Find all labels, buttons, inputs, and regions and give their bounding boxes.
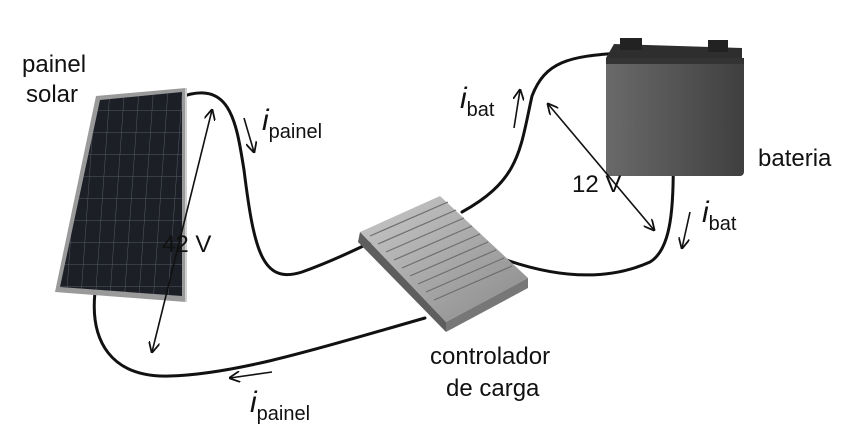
- battery: [606, 38, 744, 176]
- panel-label-line2: solar: [26, 81, 78, 108]
- battery-body: [606, 58, 744, 176]
- panel-label-line1: painel: [22, 51, 86, 78]
- voltage-arrow-battery: [548, 104, 654, 230]
- controller-label-line2: de carga: [446, 375, 540, 402]
- current-label-battery-top: ibat: [460, 82, 495, 121]
- panel-voltage-label: 42 V: [162, 231, 211, 258]
- current-arrow-battery-top: [514, 90, 520, 129]
- charge-controller: [358, 196, 528, 332]
- solar-panel: [55, 88, 187, 302]
- current-label-panel-bottom: ipainel: [250, 386, 310, 425]
- battery-terminal-negative: [620, 38, 642, 50]
- current-label-battery-bottom: ibat: [702, 196, 737, 235]
- controller-heatsink-fins: [369, 201, 513, 301]
- controller-label-line1: controlador: [430, 343, 550, 370]
- current-arrow-panel-bottom: [230, 372, 273, 378]
- voltage-arrow-panel: [152, 110, 212, 352]
- controller-body: [360, 196, 528, 322]
- battery-voltage-label: 12 V: [572, 171, 621, 198]
- battery-label: bateria: [758, 145, 832, 172]
- wire-panel-to-controller-bottom: [92, 290, 427, 378]
- wire-controller-to-battery-top: [460, 51, 624, 214]
- wire-panel-to-controller-top: [176, 91, 382, 277]
- current-arrow-panel-top: [243, 117, 254, 152]
- current-arrow-battery-bottom: [682, 211, 691, 248]
- current-label-panel-top: ipainel: [262, 104, 322, 143]
- battery-terminal-positive: [708, 40, 728, 52]
